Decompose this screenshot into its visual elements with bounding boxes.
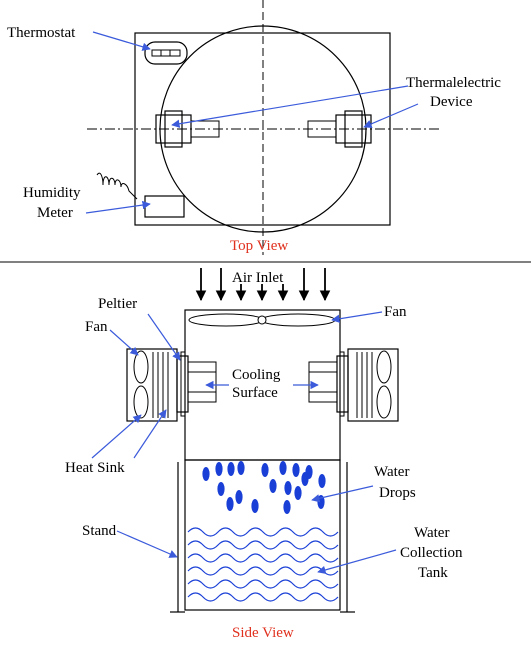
top-view: Thermostat Thermalelectric Device Humidi…: [7, 0, 501, 255]
label-fan-right: Fan: [384, 304, 407, 320]
label-heat-sink: Heat Sink: [65, 460, 125, 476]
water-drop: [217, 482, 225, 496]
side-view: Air Inlet: [65, 268, 463, 641]
water-wave: [187, 566, 339, 576]
water-drop: [301, 472, 309, 486]
arrow-heat-sink-left: [91, 414, 142, 459]
water-drop: [269, 479, 277, 493]
label-collection: Collection: [400, 545, 463, 561]
arrow-heat-sink-right: [133, 409, 167, 459]
label-surface: Surface: [232, 385, 278, 401]
caption-top-view: Top View: [230, 238, 288, 254]
water-drop: [284, 481, 292, 495]
water-drop: [237, 461, 245, 475]
water-drops: [202, 461, 326, 514]
arrow-fan-right: [331, 311, 383, 323]
water-wave: [187, 592, 339, 602]
water-wave: [187, 540, 339, 550]
arrow-peltier: [147, 313, 181, 361]
right-peltier-assembly: [308, 348, 399, 422]
caption-side-view: Side View: [232, 625, 294, 641]
arrow-thermostat: [92, 31, 151, 51]
water-wave: [187, 579, 339, 589]
arrow-fan-left: [109, 329, 139, 356]
left-peltier-assembly: [126, 348, 217, 422]
water-drop: [235, 490, 243, 504]
arrow-tank: [317, 549, 397, 574]
label-peltier: Peltier: [98, 296, 137, 312]
label-tank-water: Water: [414, 525, 449, 541]
label-tank: Tank: [418, 565, 448, 581]
label-device: Device: [430, 94, 473, 110]
label-fan-left: Fan: [85, 319, 108, 335]
label-air-inlet: Air Inlet: [232, 270, 284, 286]
label-thermalelectric: Thermalelectric: [406, 75, 501, 91]
thermostat-inner-bar: [151, 49, 181, 57]
label-cooling: Cooling: [232, 367, 281, 383]
water-drop: [292, 463, 300, 477]
water-drop: [279, 461, 287, 475]
arrow-humidity: [85, 200, 151, 214]
humidity-meter-shape: [144, 195, 185, 218]
water-drop: [318, 474, 326, 488]
label-humidity: Humidity: [23, 185, 81, 201]
water-wave: [187, 527, 339, 537]
water-drop: [251, 499, 259, 513]
arrow-water-drops: [311, 485, 374, 503]
water-waves: [187, 527, 339, 602]
water-drop: [202, 467, 210, 481]
water-wave: [187, 553, 339, 563]
water-drop: [261, 463, 269, 477]
label-thermostat: Thermostat: [7, 25, 76, 41]
top-fan: [188, 313, 336, 327]
water-drop: [215, 462, 223, 476]
arrow-te-left: [171, 85, 409, 128]
water-drop: [283, 500, 291, 514]
water-drop: [226, 497, 234, 511]
label-meter: Meter: [37, 205, 73, 221]
thermostat-shape: [144, 41, 188, 65]
arrow-stand: [116, 530, 178, 558]
water-drop: [294, 486, 302, 500]
arrow-te-right: [363, 103, 419, 128]
humidity-sensor-wire: [96, 172, 138, 200]
water-drop: [227, 462, 235, 476]
air-inlet-arrows: [195, 268, 331, 302]
collection-tank: [184, 459, 341, 611]
label-drops: Drops: [379, 485, 416, 501]
label-stand: Stand: [82, 523, 117, 539]
label-water: Water: [374, 464, 409, 480]
